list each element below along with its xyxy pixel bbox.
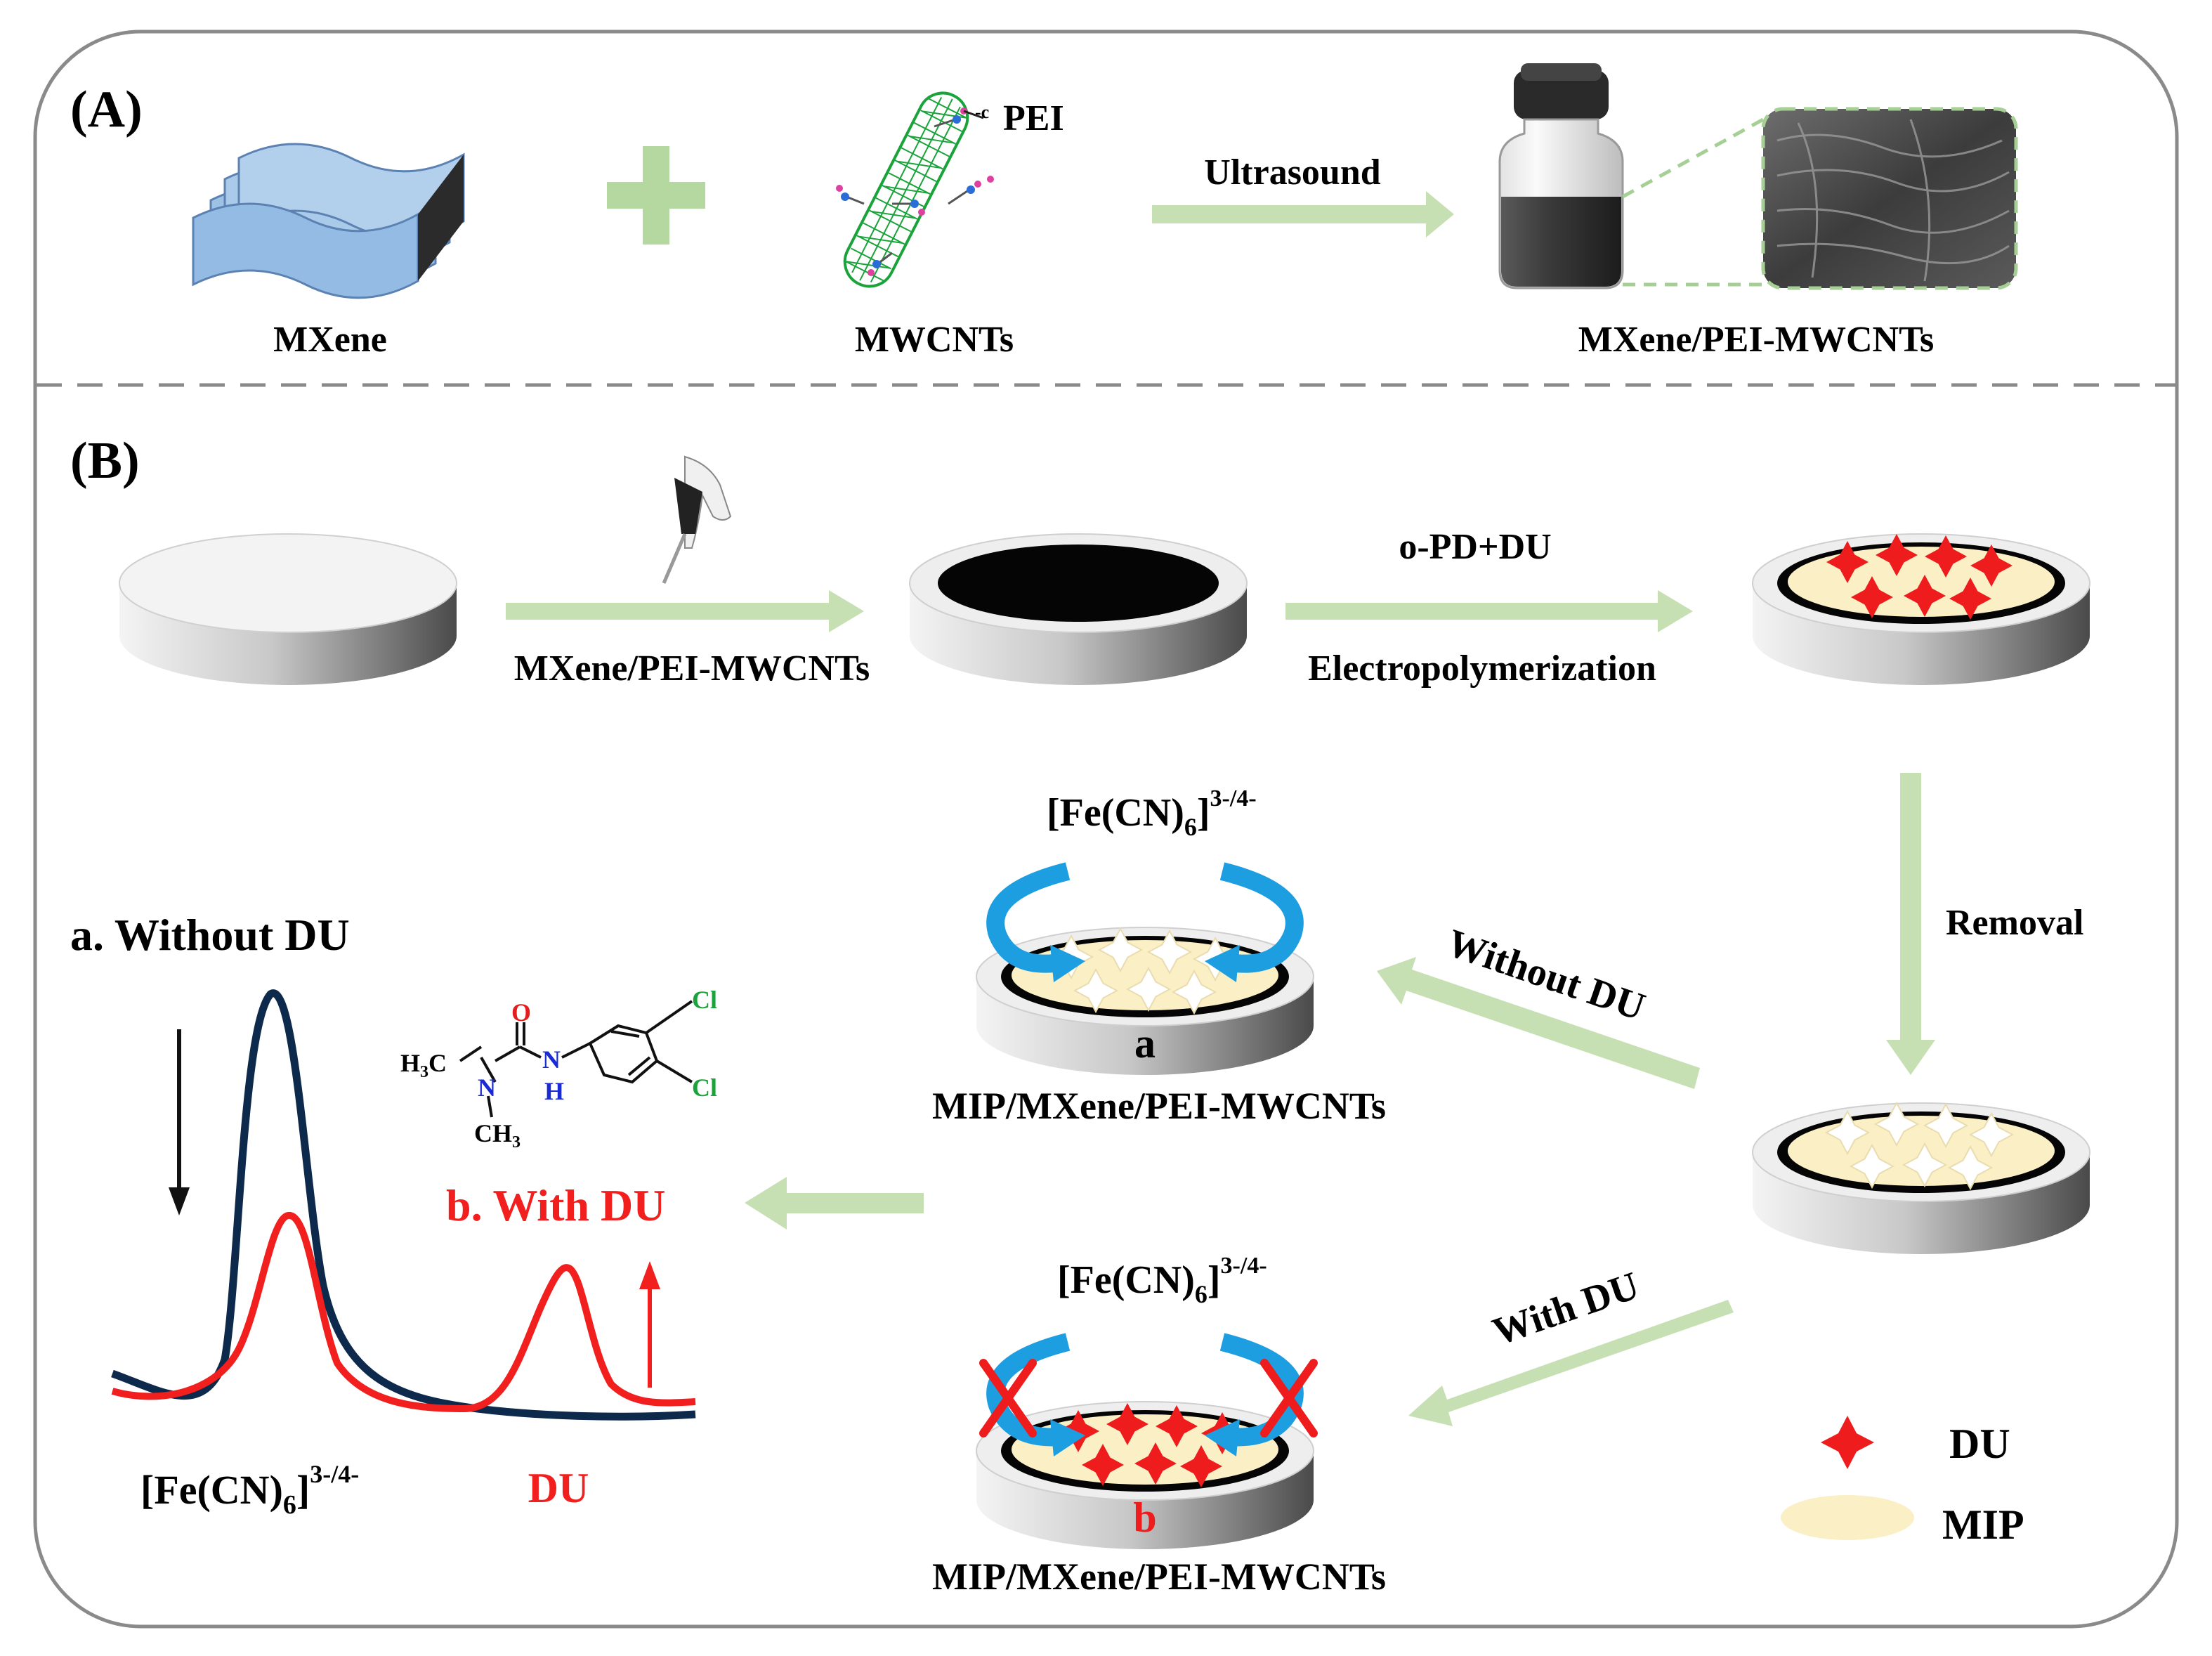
- electrode-a-caption: MIP/MXene/PEI-MWCNTs: [932, 1085, 1386, 1127]
- detection-arrow: [745, 1177, 924, 1230]
- du-star: [1180, 1445, 1222, 1487]
- mxene-label: MXene: [273, 320, 387, 360]
- dispersion-vial: [1498, 63, 1624, 289]
- cavity-star: [1171, 969, 1217, 1015]
- legend-du-label: DU: [1949, 1421, 2010, 1467]
- du-star: [1925, 535, 1967, 578]
- probe-peak-label: [Fe(CN)6]3-/4-: [140, 1460, 359, 1520]
- diuron-atoms: H3C N CH3 O N H Cl Cl: [400, 986, 717, 1152]
- without-du-arrow: [1377, 957, 1700, 1089]
- du-star: [1876, 534, 1918, 576]
- du-star: [1949, 578, 1991, 620]
- du-star: [1970, 545, 2013, 587]
- du-star: [1082, 1444, 1124, 1486]
- mxene-sheets: [192, 143, 465, 299]
- legend: DU MIP: [1781, 1416, 2024, 1548]
- cavity-star: [1097, 927, 1144, 973]
- with-du-arrow: [1408, 1300, 1734, 1426]
- svg-text:CH3: CH3: [474, 1119, 521, 1152]
- svg-text:N: N: [542, 1045, 561, 1074]
- panel-a-label: (A): [70, 81, 143, 138]
- du-star: [1826, 541, 1869, 583]
- ultrasound-arrow: [1152, 191, 1454, 237]
- curve-b-with-du: [111, 1212, 696, 1413]
- du-template-stars: [1826, 534, 2013, 620]
- du-star: [1106, 1403, 1148, 1445]
- du-star: [1156, 1405, 1198, 1447]
- step2-top-label: o-PD+DU: [1399, 527, 1551, 567]
- electrode-b-caption: MIP/MXene/PEI-MWCNTs: [932, 1556, 1386, 1598]
- diuron-structure: [459, 1000, 693, 1118]
- outer-frame: [33, 30, 2179, 1629]
- plus-sign: [607, 146, 705, 245]
- pipette-icon: [662, 455, 732, 584]
- svg-text:O: O: [511, 998, 531, 1026]
- modify-arrow: [506, 590, 864, 632]
- template-removed-electrode: [1752, 1101, 2090, 1254]
- legend-mip-label: MIP: [1942, 1501, 2024, 1548]
- step1-label: MXene/PEI-MWCNTs: [514, 648, 870, 689]
- electrode-a-mark: a: [1134, 1020, 1156, 1067]
- increase-arrow: [639, 1261, 660, 1289]
- svg-text:Cl: Cl: [692, 1074, 717, 1102]
- pei-label: PEI: [1003, 98, 1064, 138]
- empty-cavity-stars: [1824, 1101, 2015, 1191]
- svg-text:Cl: Cl: [692, 986, 717, 1014]
- mwcnt-tube: [836, 91, 994, 288]
- voltammogram: [111, 989, 696, 1421]
- curve-a-without-du: [111, 989, 696, 1421]
- cavity-star: [1923, 1102, 1969, 1149]
- curve-b-label: b. With DU: [446, 1180, 665, 1230]
- bare-electrode: [119, 533, 457, 685]
- removal-label: Removal: [1946, 903, 2083, 943]
- ultrasound-label: Ultrasound: [1204, 152, 1380, 193]
- cavity-star: [1849, 1143, 1895, 1189]
- svg-text:H3C: H3C: [400, 1049, 447, 1081]
- mwcnts-label: MWCNTs: [855, 320, 1014, 360]
- svg-text:H: H: [544, 1077, 564, 1105]
- probe-label-b: [Fe(CN)6]3-/4-: [1057, 1253, 1267, 1308]
- cavity-star: [1073, 967, 1119, 1014]
- panel-b-label: (B): [70, 432, 140, 490]
- modified-electrode: [909, 533, 1248, 685]
- probe-label-a: [Fe(CN)6]3-/4-: [1047, 785, 1257, 841]
- sem-image: [1621, 107, 2018, 290]
- legend-du-star: [1821, 1416, 1874, 1469]
- cavity-star: [1146, 929, 1193, 975]
- cavity-star: [1125, 966, 1172, 1012]
- electrode-a: [976, 862, 1314, 1075]
- electrode-b: [976, 1333, 1318, 1549]
- electropolymerization-arrow: [1285, 590, 1693, 632]
- du-star: [1057, 1410, 1099, 1452]
- du-star: [1904, 575, 1946, 617]
- imprinted-electrode: [1752, 533, 2090, 685]
- legend-mip-swatch: [1781, 1495, 1914, 1540]
- step2-bottom-label: Electropolymerization: [1308, 648, 1656, 689]
- cavity-star: [1947, 1145, 1994, 1191]
- svg-text:N: N: [478, 1074, 496, 1102]
- cavity-star: [1873, 1101, 1920, 1147]
- product-label: MXene/PEI-MWCNTs: [1578, 320, 1935, 360]
- pei-group-mark: -c: [975, 102, 989, 122]
- du-peak-label: DU: [528, 1465, 589, 1511]
- du-star: [1851, 576, 1893, 618]
- removal-arrow: [1886, 773, 1935, 1075]
- electrode-b-mark: b: [1133, 1494, 1156, 1541]
- decrease-arrow: [169, 1187, 190, 1215]
- du-star: [1134, 1442, 1177, 1485]
- cavity-star: [1902, 1142, 1948, 1188]
- curve-a-label: a. Without DU: [70, 910, 350, 960]
- cavity-star: [1968, 1111, 2015, 1158]
- cavity-star: [1824, 1109, 1871, 1156]
